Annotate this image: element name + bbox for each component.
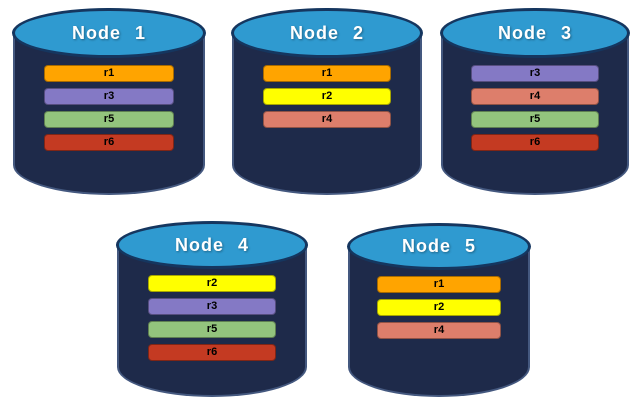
cylinder-top: Node 2 [231,8,423,59]
replica-label: r6 [529,136,541,149]
replica-list: r1 r2 r4 [262,65,392,129]
node-label: Node 5 [401,236,476,257]
replica-bar-r2: r2 [147,274,277,292]
node-label: Node 2 [289,23,364,44]
replica-list: r2 r3 r5 r6 [147,274,277,361]
replica-label: r3 [529,67,541,80]
replica-bar-r5: r5 [44,111,174,129]
replica-label: r1 [321,67,333,80]
replica-label: r3 [103,90,115,103]
cylinder-top: Node 4 [116,221,308,269]
replica-list: r1 r3 r5 r6 [44,65,174,152]
replica-label: r1 [433,278,445,291]
replica-label: r4 [321,113,333,126]
replica-label: r1 [103,67,115,80]
replica-label: r6 [103,136,115,149]
replica-bar-r2: r2 [262,88,392,106]
replica-bar-r6: r6 [471,134,599,152]
database-node-5: Node 5 r1 r2 r4 [347,223,531,397]
replica-label: r5 [206,322,218,335]
node-label: Node 4 [174,234,249,255]
replica-label: r4 [529,90,541,103]
cylinder-top: Node 5 [347,223,531,270]
replica-bar-r4: r4 [471,88,599,106]
replica-list: r3 r4 r5 r6 [471,65,599,152]
replica-label: r3 [206,299,218,312]
replica-label: r2 [321,90,333,103]
replica-bar-r5: r5 [147,320,277,338]
replica-label: r5 [529,113,541,126]
replica-bar-r4: r4 [377,322,501,340]
database-node-1: Node 1 r1 r3 r5 r6 [12,8,206,195]
node-label: Node 1 [71,23,146,44]
replica-bar-r6: r6 [147,343,277,361]
replica-bar-r4: r4 [262,111,392,129]
cylinder-top: Node 1 [12,8,206,59]
replica-bar-r3: r3 [44,88,174,106]
database-node-4: Node 4 r2 r3 r5 r6 [116,221,308,397]
replica-bar-r3: r3 [471,65,599,83]
replica-bar-r3: r3 [147,297,277,315]
node-label: Node 3 [497,23,572,44]
replica-label: r2 [433,301,445,314]
cylinder-body [348,245,530,397]
replica-label: r4 [433,324,445,337]
replica-bar-r6: r6 [44,134,174,152]
replica-bar-r1: r1 [44,65,174,83]
replica-bar-r5: r5 [471,111,599,129]
replica-list: r1 r2 r4 [377,276,501,340]
replica-label: r2 [206,276,218,289]
database-node-2: Node 2 r1 r2 r4 [231,8,423,195]
replica-label: r6 [206,345,218,358]
replica-bar-r1: r1 [262,65,392,83]
replica-bar-r2: r2 [377,299,501,317]
replica-bar-r1: r1 [377,276,501,294]
database-node-3: Node 3 r3 r4 r5 r6 [440,8,630,195]
replica-label: r5 [103,113,115,126]
cylinder-body [117,243,307,397]
cylinder-top: Node 3 [440,8,630,59]
